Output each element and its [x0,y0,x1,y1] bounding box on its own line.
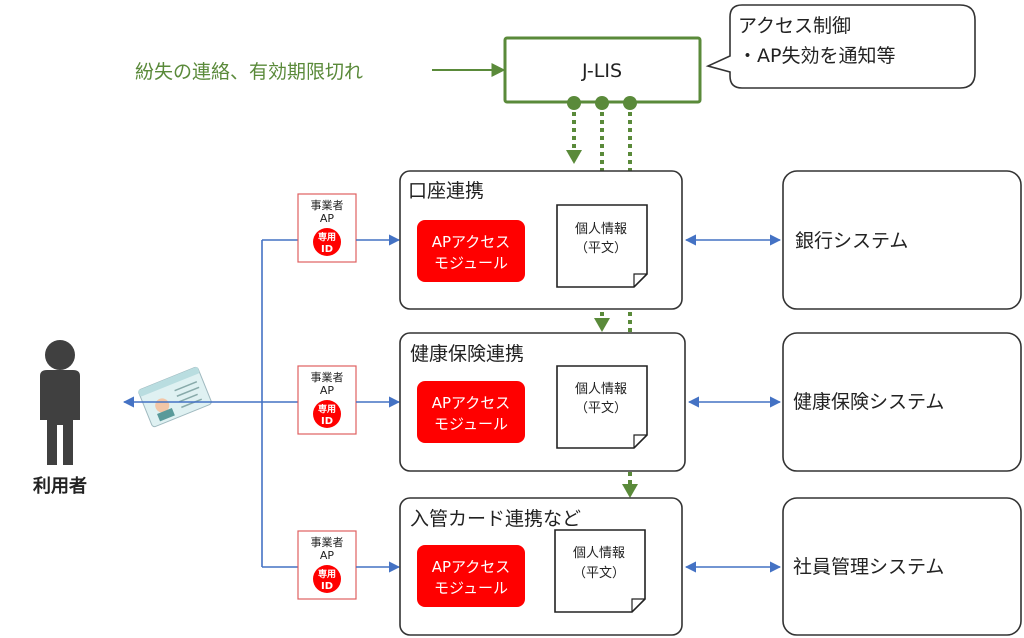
personal-info-doc [556,204,648,288]
callout-line1: アクセス制御 [738,15,851,37]
badge-line1: 事業者 [311,536,344,549]
user-label: 利用者 [33,475,87,497]
ap-access-module [417,220,525,282]
integration-title: 健康保険連携 [410,343,524,365]
badge-circle-line1: 専用 [318,403,336,415]
badge-line2: AP [320,384,335,397]
doc-line1: 個人情報 [573,546,625,561]
row-koza: 事業者 AP 専用 ID 口座連携 APアクセス モジュール 個人情報 （平文）… [297,170,1022,310]
badge-id-circle [313,228,341,256]
doc-line1: 個人情報 [575,382,627,397]
badge-circle-line1: 専用 [318,568,336,580]
integration-title: 口座連携 [408,180,484,202]
badge-id-circle [313,400,341,428]
badge-line2: AP [320,549,335,562]
badge-circle-line1: 専用 [318,231,336,243]
external-system-box [782,497,1022,636]
row-kenko: 事業者 AP 専用 ID 健康保険連携 APアクセス モジュール 個人情報 （平… [297,332,1022,472]
module-line2: モジュール [434,254,508,272]
doc-line2: （平文） [575,401,627,416]
doc-line2: （平文） [573,566,625,581]
doc-line2: （平文） [575,241,627,256]
badge-circle-line2: ID [321,581,333,592]
jlis-connector-dots [567,96,637,110]
loss-notice-text: 紛失の連絡、有効期限切れ [135,61,363,83]
badge-circle-line2: ID [321,244,333,255]
integration-title: 入管カード連携など [410,508,581,530]
callout-line2: ・AP失効を通知等 [738,45,895,67]
row-nyukan: 事業者 AP 専用 ID 入管カード連携など APアクセス モジュール 個人情報… [297,497,1022,636]
external-system-box [782,332,1022,472]
badge-line1: 事業者 [311,199,344,212]
ap-access-module [417,381,525,443]
doc-line1: 個人情報 [575,222,627,237]
module-line2: モジュール [434,415,508,433]
badge-id-circle [313,565,341,593]
external-system-label: 銀行システム [795,230,908,252]
module-line1: APアクセス [432,233,511,251]
badge-circle-line2: ID [321,416,333,427]
module-line1: APアクセス [432,558,511,576]
jlis-connector-heads [566,150,638,498]
module-line2: モジュール [434,579,508,597]
external-system-box [782,170,1022,310]
badge-line2: AP [320,212,335,225]
doc-fold [631,598,645,612]
callout-bubble [705,4,976,89]
personal-info-doc [556,365,648,449]
user-connector-lines [122,239,298,568]
doc-fold [633,434,647,448]
badge-line1: 事業者 [311,371,344,384]
jlis-label: J-LIS [581,60,622,82]
user-person-icon [40,340,80,465]
ap-access-module [417,545,525,607]
doc-fold [633,273,647,287]
external-system-label: 健康保険システム [793,391,944,413]
module-line1: APアクセス [432,394,511,412]
personal-info-doc [554,529,646,613]
external-system-label: 社員管理システム [793,556,944,578]
id-card-icon [138,366,212,428]
